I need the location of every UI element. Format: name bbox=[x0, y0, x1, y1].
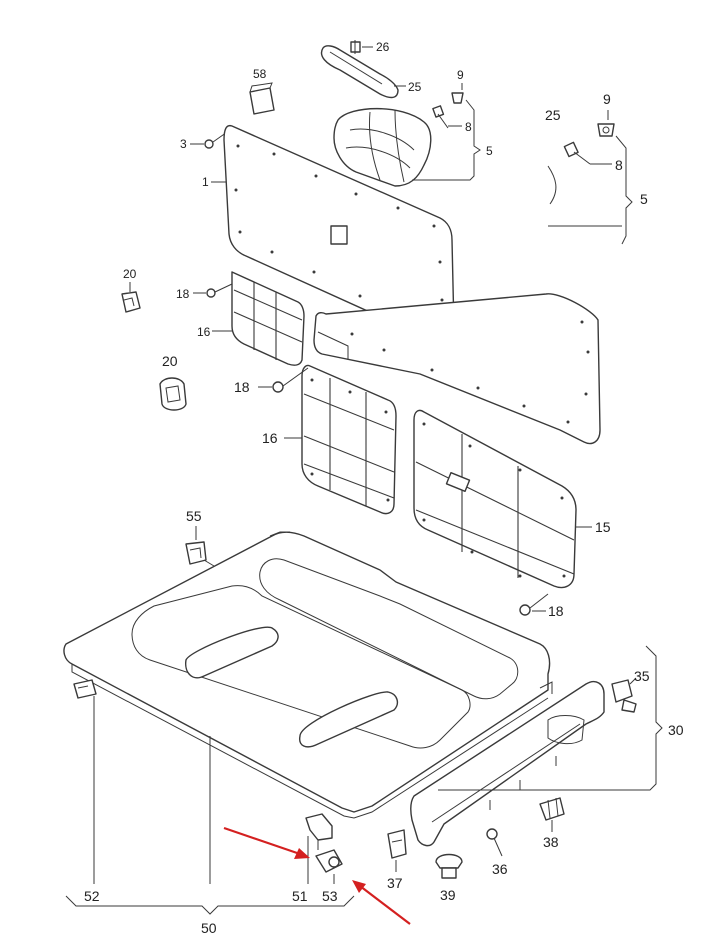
screw-part-18-b bbox=[272, 367, 309, 393]
clip-part-9-right bbox=[597, 123, 615, 137]
callout-9-right: 9 bbox=[603, 91, 611, 107]
callout-5-right: 5 bbox=[640, 191, 648, 207]
callout-18-c: 18 bbox=[548, 603, 564, 619]
callout-1: 1 bbox=[202, 175, 209, 189]
callout-15: 15 bbox=[595, 519, 611, 535]
callout-5-upper: 5 bbox=[486, 144, 493, 158]
clip-part-35 bbox=[611, 679, 637, 713]
clip-part-26 bbox=[350, 40, 361, 54]
red-arrow-upper bbox=[223, 826, 310, 859]
floor-panel bbox=[63, 531, 553, 819]
callout-18-a: 18 bbox=[176, 287, 190, 301]
hook-part-51 bbox=[305, 813, 333, 850]
clip-part-20-upper bbox=[121, 291, 141, 313]
callout-37: 37 bbox=[387, 875, 403, 891]
callout-30: 30 bbox=[668, 722, 684, 738]
leader-35 bbox=[629, 677, 637, 685]
clip-part-38 bbox=[539, 797, 565, 821]
callout-51: 51 bbox=[292, 888, 308, 904]
screw-part-36 bbox=[486, 828, 503, 857]
callout-52: 52 bbox=[84, 888, 100, 904]
callout-20-lower: 20 bbox=[162, 353, 178, 369]
callout-25-top: 25 bbox=[408, 80, 422, 94]
trim-part-15 bbox=[413, 409, 577, 589]
callout-3: 3 bbox=[180, 137, 187, 151]
screw-part-3 bbox=[204, 129, 231, 149]
partial-view-right bbox=[547, 135, 633, 245]
callout-8-right: 8 bbox=[615, 157, 623, 173]
clip-part-52 bbox=[73, 679, 97, 699]
cap-part-58 bbox=[249, 82, 275, 115]
clip-part-37 bbox=[387, 829, 407, 859]
bracket-30 bbox=[438, 645, 663, 791]
callout-18-b: 18 bbox=[234, 379, 250, 395]
panel-part-1 bbox=[223, 124, 455, 344]
callout-25-right: 25 bbox=[545, 107, 561, 123]
callout-39: 39 bbox=[440, 887, 456, 903]
trim-part-16-lower bbox=[301, 364, 397, 515]
callout-38: 38 bbox=[543, 834, 559, 850]
callout-36: 36 bbox=[492, 861, 508, 877]
callout-16-upper: 16 bbox=[197, 325, 211, 339]
red-arrow-lower bbox=[352, 880, 411, 925]
pin-part-53 bbox=[315, 849, 343, 873]
bracket-50 bbox=[65, 696, 355, 915]
callout-58: 58 bbox=[253, 67, 267, 81]
callout-55: 55 bbox=[186, 508, 202, 524]
bracket-5a bbox=[412, 99, 481, 181]
leader-55b bbox=[203, 559, 215, 567]
callout-9-upper: 9 bbox=[457, 68, 464, 82]
callout-50: 50 bbox=[201, 920, 217, 936]
handle-part-25 bbox=[320, 45, 399, 99]
callout-16-lower: 16 bbox=[262, 430, 278, 446]
clip-part-9-upper bbox=[451, 92, 464, 104]
callout-labels: 26 25 58 9 8 5 3 1 25 9 8 5 20 18 16 20 … bbox=[84, 40, 684, 936]
screw-part-18-c bbox=[519, 593, 549, 616]
cushion-part bbox=[333, 107, 432, 187]
clip-part-20-lower bbox=[159, 377, 187, 411]
callout-26: 26 bbox=[376, 40, 390, 54]
callout-20-upper: 20 bbox=[123, 267, 137, 281]
plug-part-39 bbox=[435, 853, 463, 879]
bolt-part-8-right bbox=[563, 141, 591, 165]
rear-panel bbox=[313, 293, 601, 445]
screw-part-18-a bbox=[206, 283, 233, 298]
callout-35: 35 bbox=[634, 668, 650, 684]
callout-53: 53 bbox=[322, 888, 338, 904]
trim-part-16-upper bbox=[231, 271, 305, 366]
callout-8-upper: 8 bbox=[465, 120, 472, 134]
side-trim-part-30 bbox=[409, 680, 605, 847]
clip-part-55 bbox=[185, 541, 207, 565]
bolt-part-8-upper bbox=[432, 105, 449, 129]
